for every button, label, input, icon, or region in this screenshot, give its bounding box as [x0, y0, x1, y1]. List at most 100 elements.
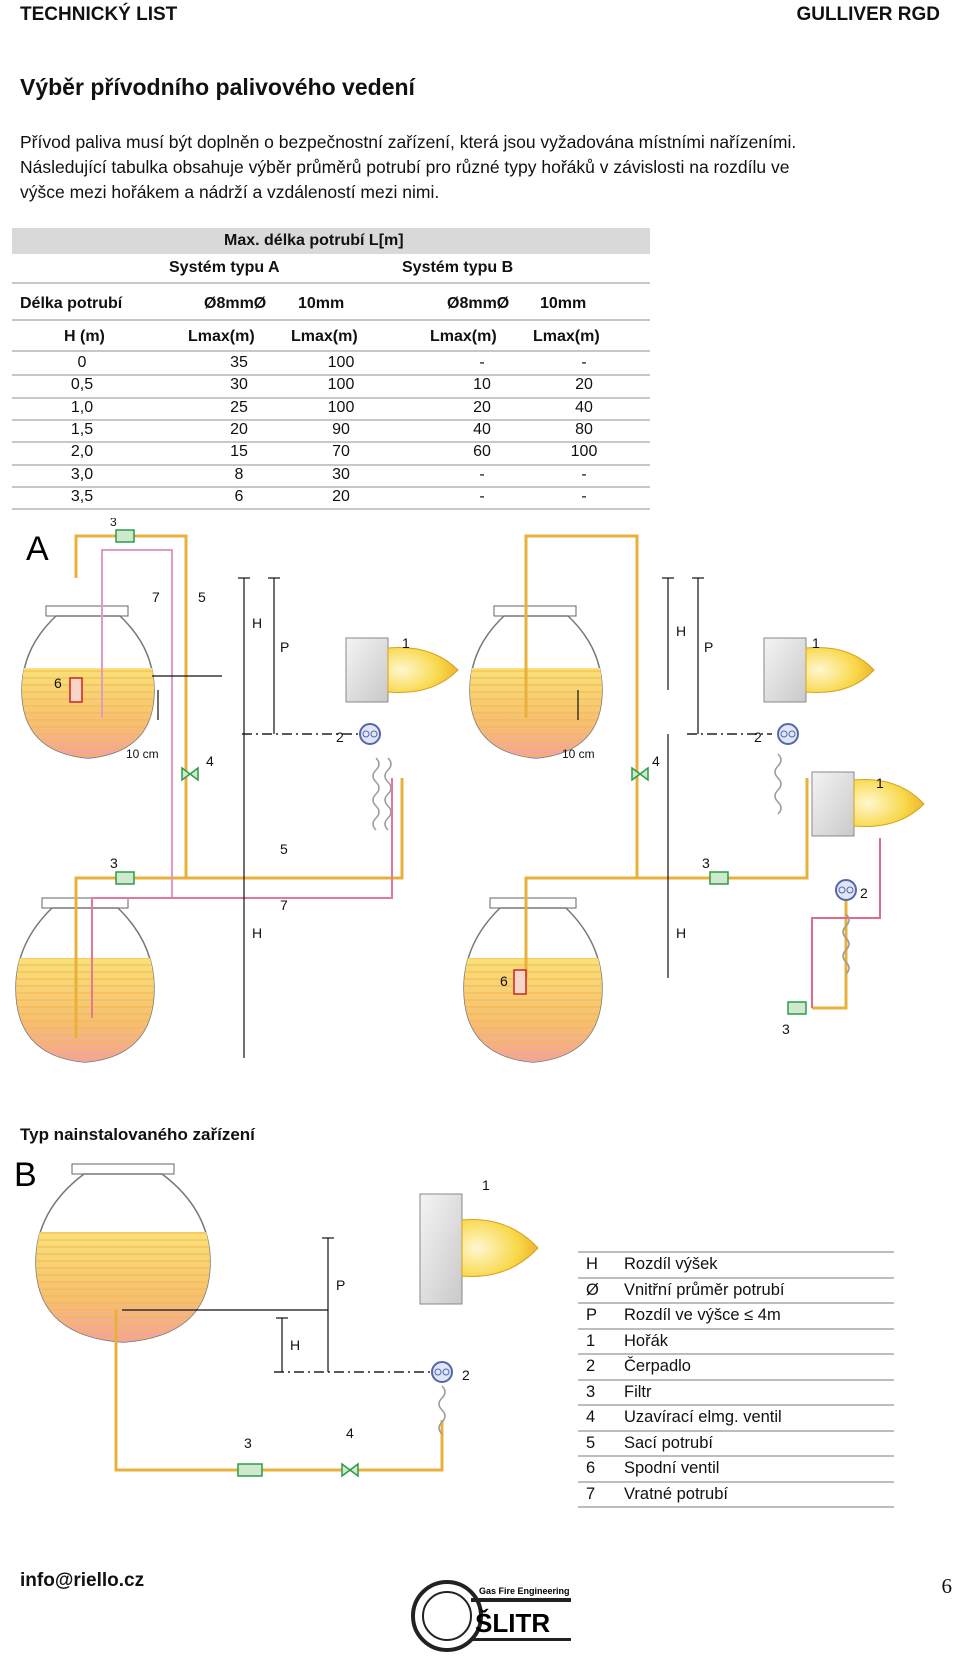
legend-value: Vnitřní průměr potrubí [624, 1280, 785, 1299]
table-cell: 3,0 [70, 465, 94, 483]
table-cell: 70 [332, 443, 350, 461]
footer-email[interactable]: info@riello.cz [20, 1570, 145, 1591]
table-cell: - [479, 465, 485, 483]
num-2: 2 [754, 729, 762, 745]
col-lmax-header: Lmax(m) [291, 328, 358, 345]
valve-b [341, 1462, 359, 1478]
num-1: 1 [876, 775, 884, 791]
legend-value: Čerpadlo [624, 1357, 691, 1375]
table-cell: 35 [230, 354, 248, 371]
label-10cm: 10 cm [562, 747, 595, 761]
legend-key: P [586, 1306, 598, 1324]
intro-paragraph: Přívod paliva musí být doplněn o bezpečn… [20, 130, 940, 205]
row-label: Délka potrubí [20, 295, 123, 312]
label-h: H [676, 623, 686, 639]
num-1: 1 [402, 635, 410, 651]
legend-key: 7 [586, 1484, 596, 1503]
num-4: 4 [206, 753, 214, 769]
num-4: 4 [652, 753, 660, 769]
table-cell: 100 [327, 354, 355, 371]
filter-b [237, 1463, 263, 1477]
pump-b [777, 723, 799, 745]
col-lmax-header: Lmax(m) [188, 328, 255, 345]
num-3: 3 [110, 518, 117, 529]
legend-value: Rozdíl výšek [624, 1255, 718, 1273]
table-cell: 90 [332, 420, 350, 438]
table-cell: 8 [234, 465, 244, 483]
table-cell: 0 [77, 354, 87, 371]
header-right: GULLIVER RGD [796, 4, 940, 25]
tank-lower-left [15, 897, 155, 1063]
page-number: 6 [941, 1574, 953, 1598]
intro-line: Následující tabulka obsahuje výběr průmě… [20, 157, 790, 177]
burner-c [811, 771, 925, 837]
diagram-b: B P H 1 2 3 4 [14, 1156, 539, 1478]
num-7: 7 [280, 897, 288, 913]
table-cell: 0,5 [70, 376, 94, 394]
burner-b-unit [419, 1193, 539, 1305]
burner-b [763, 637, 875, 703]
filters [115, 529, 807, 1015]
table-cell: - [581, 354, 587, 371]
legend-row: Ø Vnitřní průměr potrubí [578, 1279, 894, 1304]
table-top-header-bg [12, 228, 650, 254]
legend-value: Filtr [624, 1382, 652, 1401]
num-5: 5 [198, 589, 206, 605]
table-top-header: Max. délka potrubí L[m] [224, 232, 404, 249]
table-cell: 100 [570, 443, 598, 461]
logo-subtitle: Gas Fire Engineering [479, 1586, 570, 1596]
table-cell: 30 [230, 376, 248, 394]
intro-line: výšce mezi hořákem a nádrží a vzdálenost… [20, 182, 440, 202]
legend-key: 3 [586, 1382, 596, 1401]
pump-c [835, 879, 857, 901]
diam-a1: Ø8mmØ [204, 295, 267, 312]
header-left: TECHNICKÝ LIST [20, 4, 178, 25]
legend-value: Vratné potrubí [624, 1484, 728, 1503]
dimension-lines [152, 577, 704, 1058]
table-cell: 1,0 [70, 398, 94, 416]
num-7: 7 [152, 589, 160, 605]
table-cell: 6 [234, 487, 244, 505]
pump-a [359, 723, 381, 745]
legend-row: 7 Vratné potrubí [578, 1483, 894, 1508]
system-b-header: Systém typu B [402, 259, 514, 276]
diagram-a: A [15, 518, 925, 1063]
legend-key: 2 [586, 1357, 596, 1375]
table-cell: 60 [473, 443, 491, 461]
table-cell: 25 [230, 398, 248, 416]
label-10cm: 10 cm [126, 747, 159, 761]
num-3: 3 [244, 1435, 252, 1451]
legend-key: H [586, 1255, 598, 1273]
label-h: H [290, 1337, 300, 1353]
table-cell: 30 [332, 465, 350, 483]
legend-key: 6 [586, 1459, 596, 1477]
num-4: 4 [346, 1425, 354, 1441]
table-cell: 80 [575, 420, 593, 438]
burner-a [345, 637, 459, 703]
label-p: P [704, 639, 713, 655]
legend-value: Sací potrubí [624, 1433, 713, 1452]
num-3: 3 [110, 855, 118, 871]
num-3: 3 [782, 1021, 790, 1037]
legend-key: Ø [586, 1280, 599, 1299]
table-cell: 15 [230, 443, 248, 461]
logo-name: ŠLITR [475, 1608, 550, 1638]
col-lmax-header: Lmax(m) [430, 328, 497, 345]
table-cell: - [581, 465, 587, 483]
table-cell: - [479, 354, 485, 371]
label-p: P [280, 639, 289, 655]
pipes-system-b [524, 534, 881, 1010]
slitr-logo: Gas Fire Engineering ŠLITR [411, 1580, 571, 1652]
diam-a2: 10mm [298, 295, 345, 312]
num-5: 5 [280, 841, 288, 857]
num-2: 2 [860, 885, 868, 901]
table-cell: 10 [473, 376, 491, 394]
num-3: 3 [702, 855, 710, 871]
diam-b2: 10mm [540, 295, 587, 312]
label-h: H [252, 925, 262, 941]
